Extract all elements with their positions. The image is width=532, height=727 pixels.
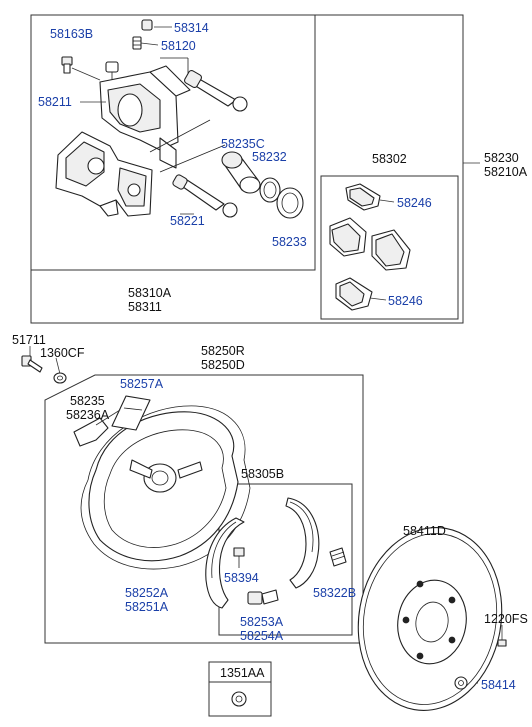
brake-pad-kit-frame: [320, 175, 459, 320]
bolt-51711: [21, 355, 43, 373]
caliper-subassembly-frame: [30, 14, 316, 271]
label-58246-upper: 58246: [397, 196, 432, 210]
label-58211: 58211: [38, 95, 72, 109]
label-58163B: 58163B: [50, 27, 93, 41]
dust-cap-58314: [141, 19, 153, 31]
parking-shoe-left: [205, 517, 245, 609]
parking-lever-58257A: [111, 395, 151, 431]
label-58235C: 58235C: [221, 137, 265, 151]
brake-pads-58302: [329, 217, 411, 271]
label-58257A: 58257A: [120, 377, 164, 391]
label-58394: 58394: [224, 571, 259, 585]
label-58230: 58230: [484, 151, 519, 165]
caliper-carrier-bracket: [55, 131, 153, 217]
hardware-kit-frame: [208, 661, 272, 717]
pad-clips-lower-58246: [335, 277, 387, 311]
label-58250R: 58250R: [201, 344, 245, 358]
backing-plate-58252A: [88, 411, 239, 562]
label-58414: 58414: [481, 678, 516, 692]
label-58411D: 58411D: [403, 524, 446, 538]
hub-nut-58414: [454, 676, 468, 690]
brake-disc-58411D: [357, 527, 503, 711]
label-58311: 58311: [128, 300, 162, 314]
guide-pin-lower-58221: [172, 174, 238, 218]
caliper-body-58211: [99, 61, 191, 169]
label-58314: 58314: [174, 21, 209, 35]
label-58251A: 58251A: [125, 600, 169, 614]
pad-clips-upper-58246: [345, 183, 395, 211]
washer-1360CF: [53, 372, 67, 384]
label-58252A: 58252A: [125, 586, 169, 600]
label-58236A: 58236A: [66, 408, 110, 422]
label-1360CF: 1360CF: [40, 346, 85, 360]
parking-cable-bracket-58235: [73, 409, 121, 447]
label-58250D: 58250D: [201, 358, 245, 372]
label-58221: 58221: [170, 214, 205, 228]
label-58235: 58235: [70, 394, 105, 408]
label-58246-lower: 58246: [388, 294, 423, 308]
label-1351AA: 1351AA: [220, 666, 265, 680]
adjuster-spring-58322B: [329, 547, 347, 567]
hardware-nut-1351AA: [231, 691, 247, 707]
disc-screw-1220FS: [497, 639, 507, 647]
label-51711: 51711: [12, 333, 46, 347]
label-58120: 58120: [161, 39, 196, 53]
label-58253A: 58253A: [240, 615, 284, 629]
label-58305B: 58305B: [241, 467, 284, 481]
hold-down-pin-58394: [233, 547, 245, 568]
label-58233: 58233: [272, 235, 307, 249]
piston-seal-58232: [259, 177, 281, 203]
dust-shield-58251A: [80, 405, 251, 570]
bleeder-bolt-58163B: [61, 56, 101, 81]
label-58210A: 58210A: [484, 165, 528, 179]
adjuster-58253A: [247, 589, 279, 605]
label-58322B: 58322B: [313, 586, 356, 600]
guide-pin-upper: [183, 69, 248, 112]
label-58254A: 58254A: [240, 629, 284, 643]
parking-shoe-right: [285, 497, 320, 589]
label-58310A: 58310A: [128, 286, 172, 300]
label-58232: 58232: [252, 150, 287, 164]
backing-plate-assembly-frame: [44, 374, 364, 644]
bleeder-screw-58120: [132, 36, 142, 50]
label-58302: 58302: [372, 152, 407, 166]
piston-boot-58233: [276, 187, 304, 219]
piston-58235C: [221, 151, 261, 194]
label-1220FS: 1220FS: [484, 612, 528, 626]
